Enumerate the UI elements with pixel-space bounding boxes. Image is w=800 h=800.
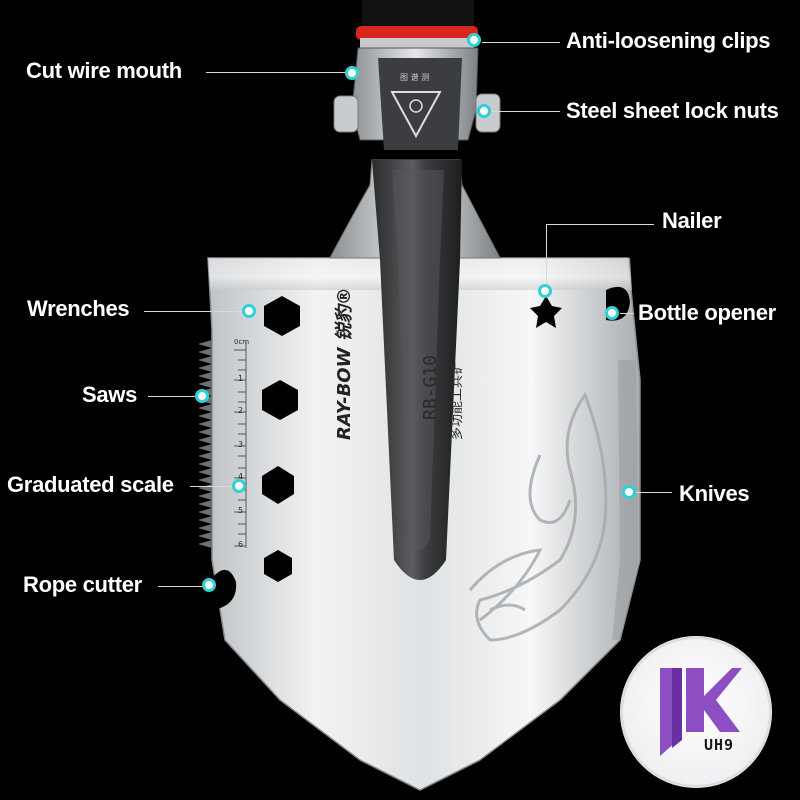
label-bottle-opener: Bottle opener: [638, 300, 776, 325]
svg-text:图 谱 测: 图 谱 测: [400, 72, 429, 82]
engraving-brand: RAY-BOW 锐豹®: [334, 287, 355, 440]
marker-nailer: [538, 284, 552, 298]
label-wrenches: Wrenches: [27, 296, 130, 321]
scale-tick-1: 1: [238, 374, 244, 383]
label-knives: Knives: [679, 481, 750, 506]
engraving-model-block: RB-G10: [420, 355, 441, 420]
callout-vline-nailer: [546, 224, 547, 288]
callout-line-nailer: [546, 224, 654, 225]
marker-saws: [195, 389, 209, 403]
marker-graduated-scale: [232, 479, 246, 493]
callout-line-anti-loosening: [482, 42, 560, 43]
label-graduated-scale: Graduated scale: [7, 472, 174, 497]
callout-line-bottle: [620, 313, 634, 314]
engraving-subtitle-block: 多功能工兵铲: [446, 362, 465, 440]
label-rope-cutter: Rope cutter: [23, 572, 142, 597]
label-lock-nuts: Steel sheet lock nuts: [566, 98, 779, 123]
label-nailer: Nailer: [662, 208, 722, 233]
nailer-hole: [530, 296, 562, 328]
handle-grip: [362, 0, 474, 30]
scale-tick-5: 5: [238, 506, 244, 515]
wolf-engraving: [468, 391, 608, 642]
marker-anti-loosening: [467, 33, 481, 47]
handle-ring: [356, 26, 478, 40]
marker-cut-wire: [345, 66, 359, 80]
brand-logo: UH9: [620, 636, 772, 788]
marker-rope-cutter: [202, 578, 216, 592]
callout-line-rope: [158, 586, 202, 587]
marker-lock-nuts: [477, 104, 491, 118]
label-anti-loosening: Anti-loosening clips: [566, 28, 771, 53]
scale-tick-0: 0cm: [234, 338, 250, 346]
rope-cutter-notch: [212, 569, 237, 610]
engraving-model: RB-G10: [420, 354, 441, 420]
logo-subtext: UH9: [704, 736, 735, 754]
callout-line-lock-nuts: [492, 111, 560, 112]
marker-wrenches: [242, 304, 256, 318]
label-cut-wire: Cut wire mouth: [26, 58, 182, 83]
wrench-holes: [262, 296, 300, 582]
scale-tick-4: 4: [238, 472, 244, 481]
marker-knives: [622, 485, 636, 499]
engraving-subtitle: 多功能工兵铲: [450, 361, 465, 440]
scale-tick-2: 2: [238, 406, 244, 415]
callout-line-saws: [148, 396, 198, 397]
scale-tick-3: 3: [238, 440, 244, 449]
engraving-brand-block: RAY-BOW 锐豹®: [330, 240, 356, 440]
callout-line-scale: [190, 486, 234, 487]
marker-bottle-opener: [605, 306, 619, 320]
callout-line-cut-wire: [206, 72, 348, 73]
callout-line-wrenches: [144, 311, 244, 312]
label-saws: Saws: [82, 382, 138, 407]
scale-tick-6: 6: [238, 540, 244, 549]
saw-teeth: [198, 340, 212, 548]
callout-line-knives: [636, 492, 672, 493]
